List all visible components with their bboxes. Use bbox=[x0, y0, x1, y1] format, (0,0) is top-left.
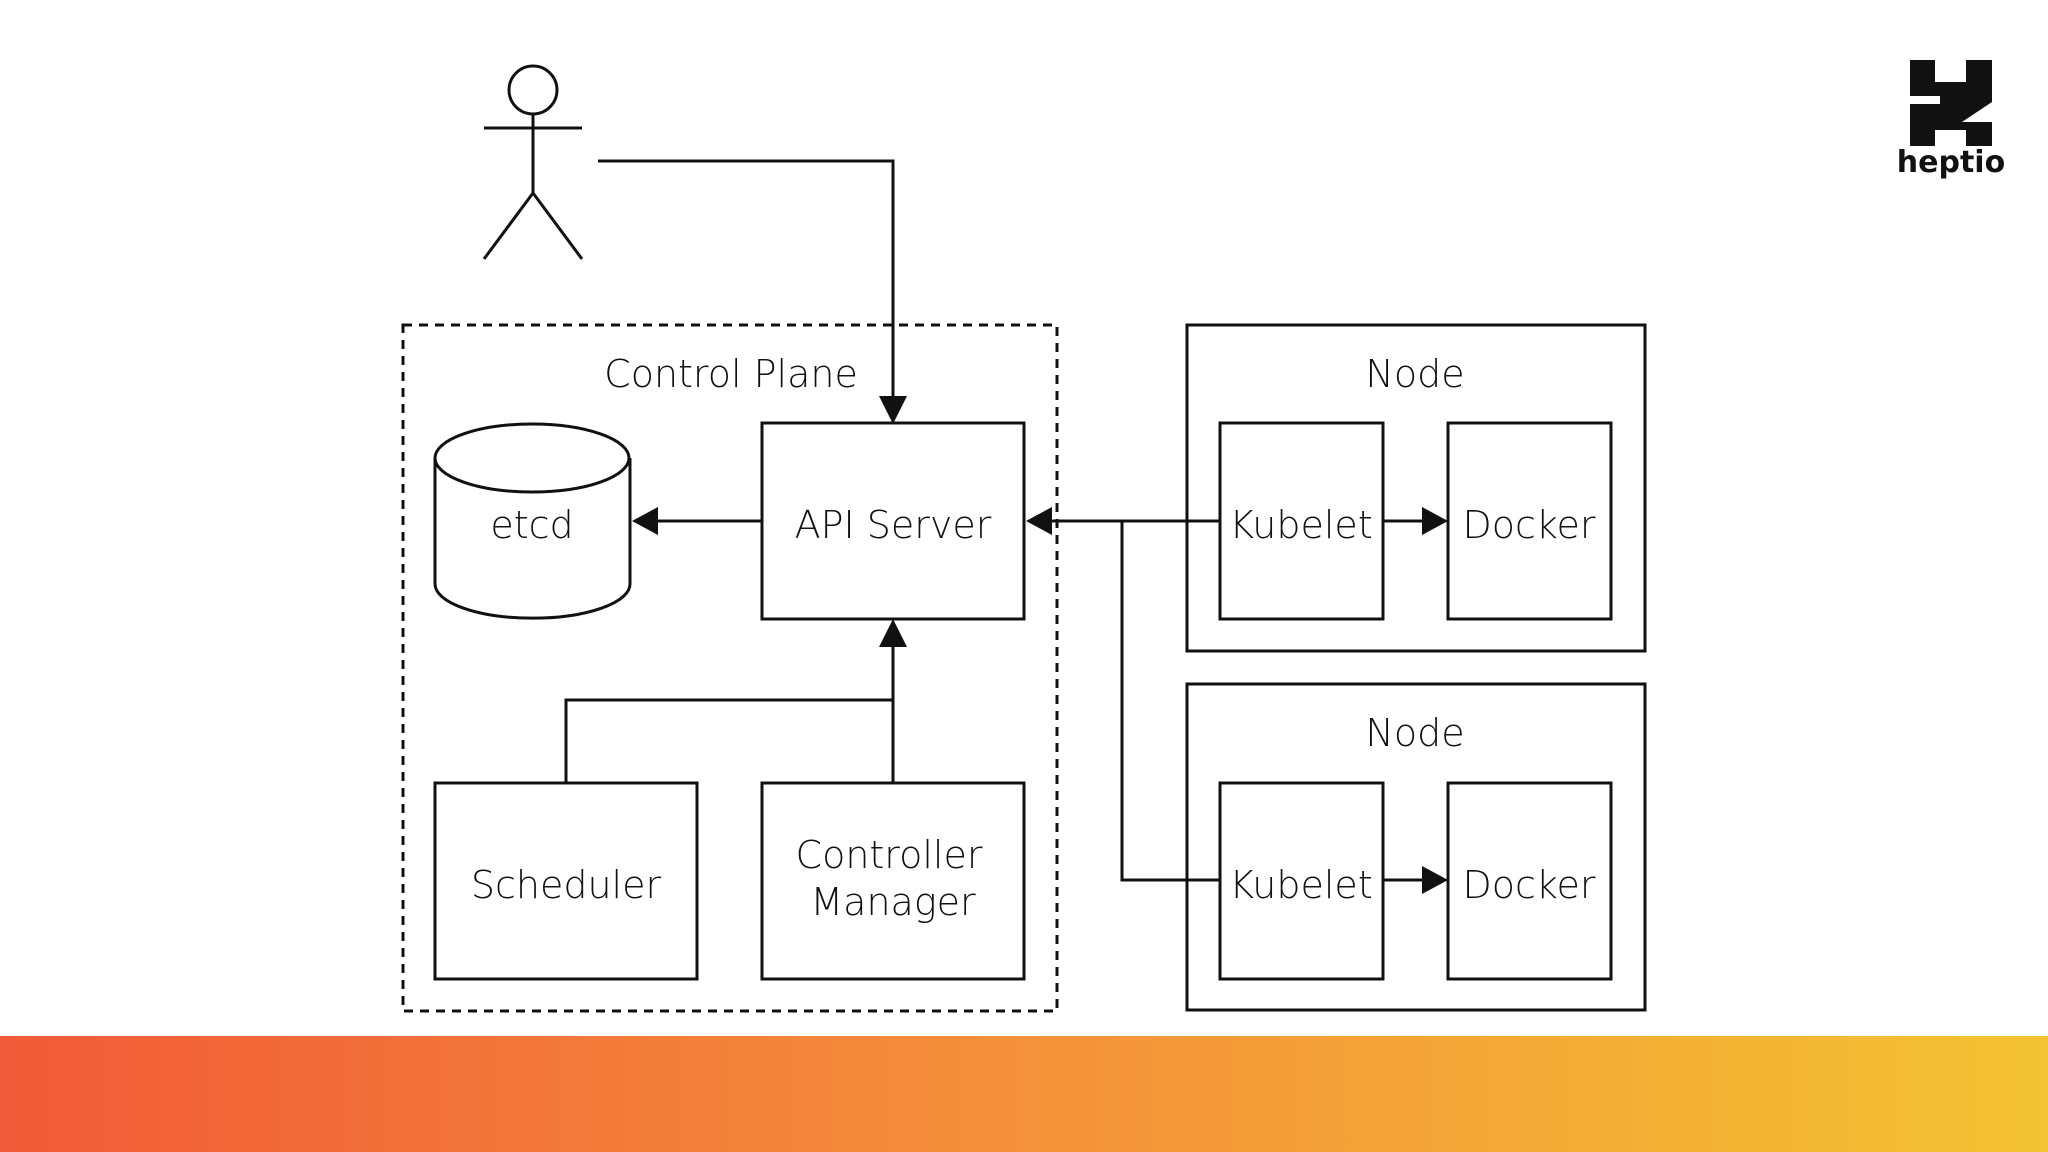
kubelet-1-box bbox=[1218, 421, 1385, 621]
node-2-label: Node bbox=[1365, 711, 1464, 755]
control-plane-label: Control Plane bbox=[604, 352, 858, 396]
docker-2-box bbox=[1446, 781, 1613, 981]
scheduler-label: Scheduler bbox=[471, 863, 662, 907]
etcd-label: etcd bbox=[490, 503, 573, 547]
arrowhead-icon bbox=[1422, 507, 1448, 535]
arrowhead-icon bbox=[1026, 507, 1052, 535]
node-1: Node Kubelet Docker bbox=[1185, 323, 1647, 653]
arrowhead-icon bbox=[632, 507, 658, 535]
connector-api-server-to-etcd bbox=[632, 507, 762, 535]
kubelet-2-label: Kubelet bbox=[1229, 863, 1372, 907]
api-server-box: API Server bbox=[760, 421, 1026, 621]
etcd-database: etcd bbox=[433, 422, 632, 620]
connector-scheduler-controller-to-api-server bbox=[564, 619, 907, 783]
arrowhead-icon bbox=[879, 619, 907, 647]
heptio-logo-text: heptio bbox=[1897, 145, 2005, 180]
node-2: Node Kubelet Docker bbox=[1185, 682, 1647, 1012]
controller-manager-label-line2: Manager bbox=[810, 880, 976, 924]
heptio-logo-icon bbox=[1910, 60, 1992, 146]
bottom-gradient-bar bbox=[0, 1036, 2048, 1152]
kubelet-2-box bbox=[1218, 781, 1385, 981]
arrowhead-icon bbox=[879, 396, 907, 424]
docker-1-box bbox=[1446, 421, 1613, 621]
scheduler-box: Scheduler bbox=[433, 781, 699, 981]
api-server-label: API Server bbox=[795, 503, 992, 547]
controller-manager-label-line1: Controller bbox=[796, 833, 983, 877]
controller-manager-box: Controller Manager bbox=[760, 781, 1026, 981]
docker-2-label: Docker bbox=[1462, 863, 1595, 907]
user-actor-icon bbox=[482, 64, 584, 260]
connector-kubelets-to-api-server bbox=[1026, 507, 1220, 882]
connector-user-to-api-server bbox=[598, 159, 907, 424]
docker-1-label: Docker bbox=[1462, 503, 1595, 547]
control-plane-boundary bbox=[401, 323, 1059, 1013]
arrowhead-icon bbox=[1422, 866, 1448, 894]
node-1-label: Node bbox=[1365, 352, 1464, 396]
heptio-logo: heptio bbox=[1897, 60, 2005, 180]
kubelet-1-label: Kubelet bbox=[1229, 503, 1372, 547]
